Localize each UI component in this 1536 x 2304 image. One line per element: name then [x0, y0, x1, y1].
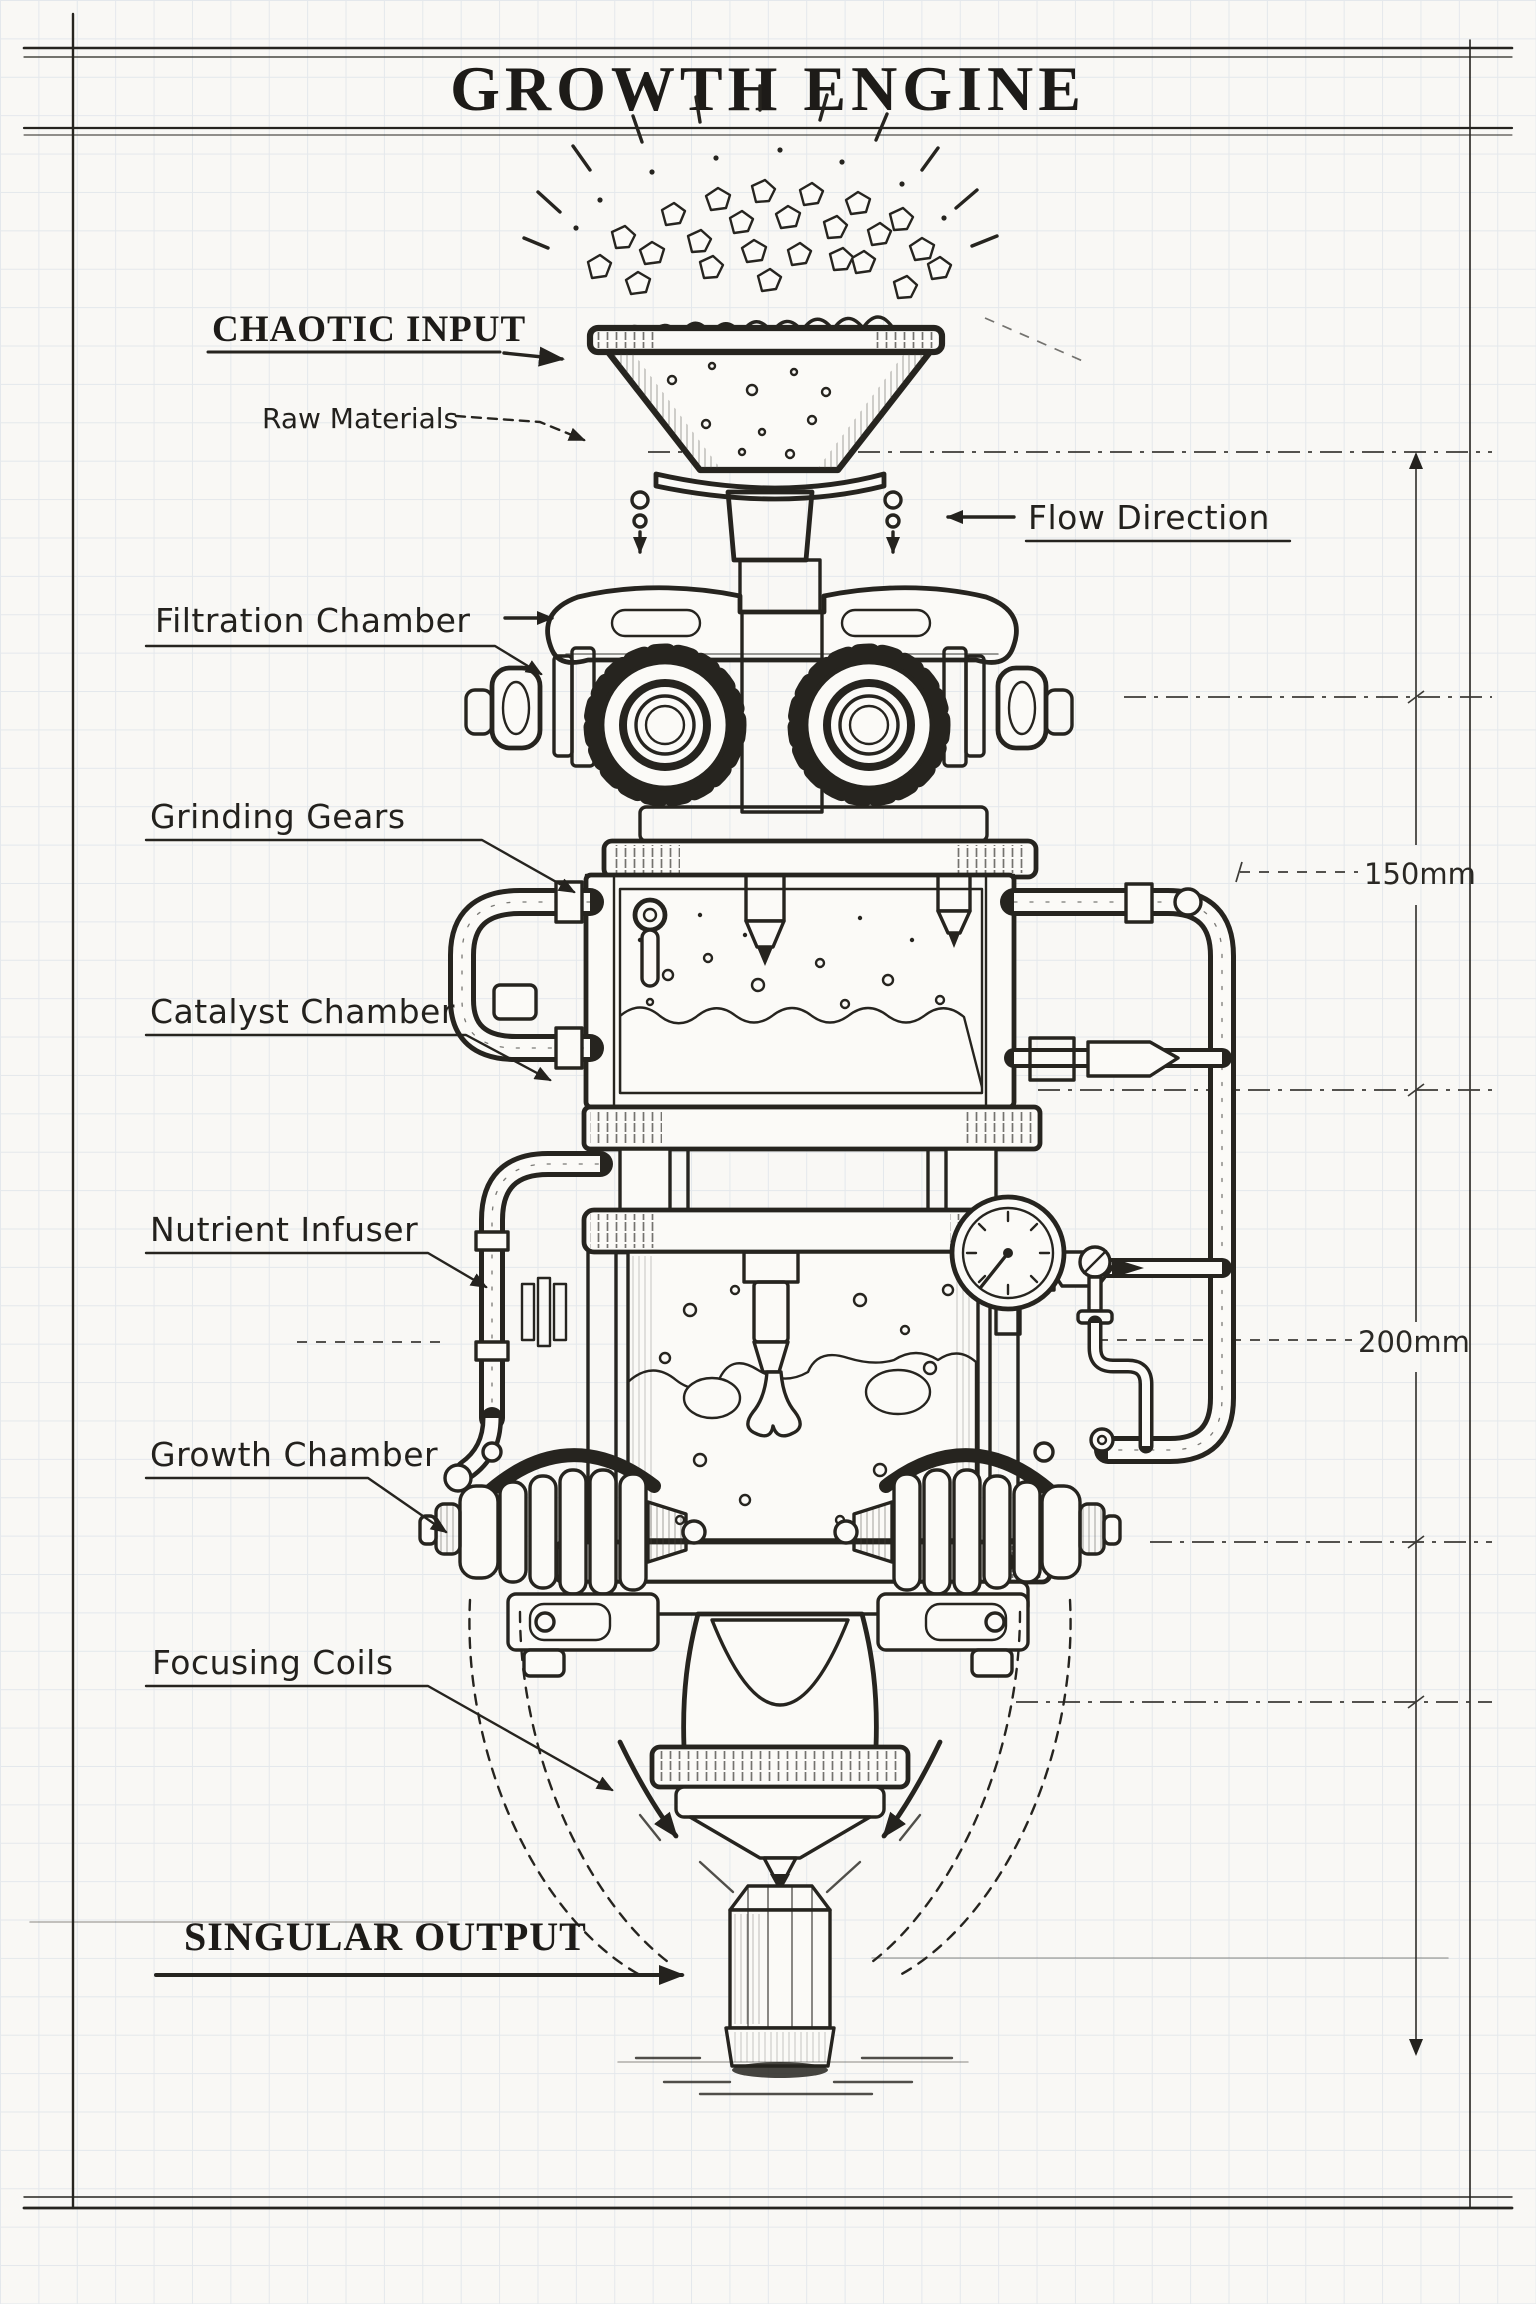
right-focusing-rollers: [833, 1468, 1122, 1596]
sheet-border: [22, 12, 1514, 2210]
focusing-nozzle: [649, 1744, 911, 1906]
funnel: [586, 315, 946, 614]
filtration-chamber: [545, 585, 1019, 665]
label-grinding-gears: Grinding Gears: [150, 797, 406, 836]
flow-arrows: [630, 490, 903, 554]
catalyst-left-pipe: [448, 880, 604, 1070]
infuser-left-pipe: [443, 1151, 613, 1493]
relief-valve: [1076, 1245, 1154, 1454]
right-pipe-run: [1000, 882, 1236, 1464]
focusing-guides: [468, 1598, 1072, 1977]
label-flow-direction: Flow Direction: [1028, 498, 1270, 537]
label-focusing-coils: Focusing Coils: [152, 1643, 394, 1682]
gear-axles: [464, 646, 1074, 768]
grinding-gears: [583, 643, 951, 807]
label-chaotic-input: CHAOTIC INPUT: [212, 309, 526, 350]
callout-labels: CHAOTIC INPUT Raw Materials Flow Directi…: [144, 309, 1292, 1985]
gear-base-flange: [601, 805, 1039, 880]
growth-chamber: [418, 1427, 1122, 1750]
label-raw-materials: Raw Materials: [262, 402, 458, 435]
growth-engine-machine: [418, 84, 1236, 2096]
growth-bell: [681, 1611, 879, 1750]
pressure-gauge: [949, 1194, 1067, 1336]
label-filtration-chamber: Filtration Chamber: [155, 601, 471, 640]
page-title: GROWTH ENGINE: [450, 53, 1086, 124]
dimension-150mm: 150mm: [1364, 857, 1476, 891]
chaotic-input-explosion: [522, 84, 999, 300]
label-nutrient-infuser: Nutrient Infuser: [150, 1210, 418, 1249]
label-catalyst-chamber: Catalyst Chamber: [150, 992, 455, 1031]
label-growth-chamber: Growth Chamber: [150, 1435, 438, 1474]
singular-output-slug: [617, 1813, 969, 2096]
catalyst-bottom-flange: [581, 1104, 1043, 1212]
catalyst-chamber: [583, 872, 1017, 1110]
dimension-200mm: 200mm: [1358, 1325, 1470, 1359]
label-singular-output: SINGULAR OUTPUT: [184, 1914, 587, 1959]
